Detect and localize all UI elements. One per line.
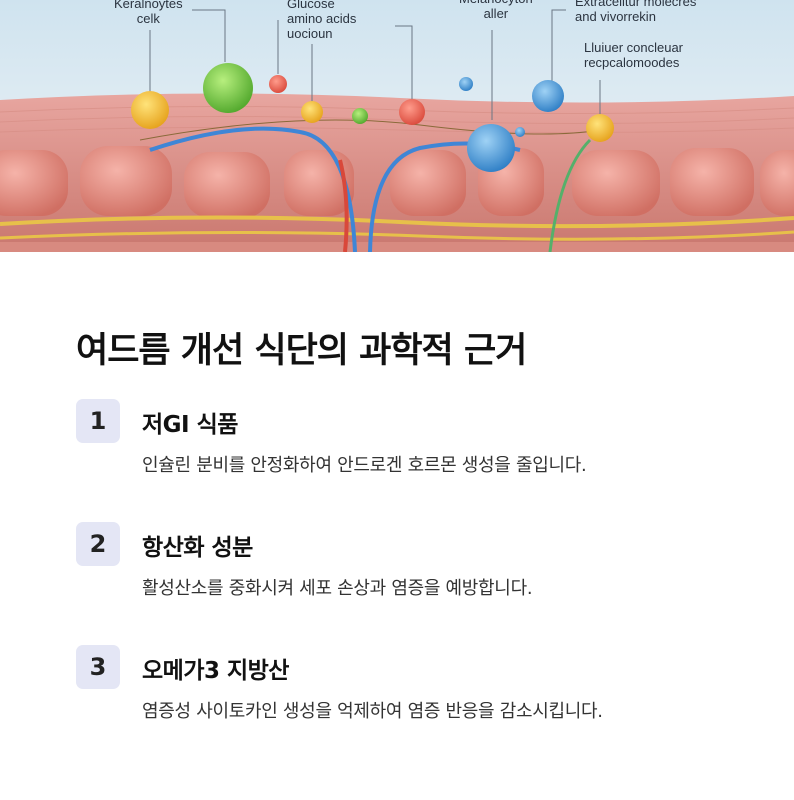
item-description: 활성산소를 중화시켜 세포 손상과 염증을 예방합니다. bbox=[142, 578, 533, 599]
melanocyte-molecule bbox=[467, 124, 515, 172]
keratinocyte-molecule bbox=[131, 91, 169, 129]
item-title: 오메가3 지방산 bbox=[142, 658, 289, 684]
label-extracellular: Extracelitur molecres and vivorrekin bbox=[575, 0, 697, 24]
item-title: 항산화 성분 bbox=[142, 535, 253, 561]
number-badge: 3 bbox=[76, 645, 120, 689]
item-title: 저GI 식품 bbox=[142, 412, 238, 438]
extracellular-molecule bbox=[532, 80, 564, 112]
green-molecule bbox=[203, 63, 253, 113]
small-blue-molecule bbox=[459, 77, 473, 91]
page-title: 여드름 개선 식단의 과학적 근거 bbox=[76, 331, 527, 371]
red-molecule bbox=[399, 99, 425, 125]
label-glucose: Glucose amino acids uocioun bbox=[287, 0, 357, 41]
item-description: 염증성 사이토카인 생성을 억제하여 염증 반응을 감소시킵니다. bbox=[142, 701, 603, 722]
label-keratinocytes: Keralnoytes celk bbox=[114, 0, 183, 26]
article-content: 여드름 개선 식단의 과학적 근거 1 저GI 식품 인슐린 분비를 안정화하여… bbox=[0, 252, 794, 800]
small-red-molecule bbox=[269, 75, 287, 93]
receptor-molecule bbox=[586, 114, 614, 142]
small-green-molecule bbox=[352, 108, 368, 124]
number-badge: 1 bbox=[76, 399, 120, 443]
label-melanocyte: Melanocyton aller bbox=[459, 0, 533, 21]
tiny-blue-molecule bbox=[515, 127, 525, 137]
number-badge: 2 bbox=[76, 522, 120, 566]
label-receptor: Lluiuer concleuar recpcalomoodes bbox=[584, 40, 684, 70]
glucose-molecule bbox=[301, 101, 323, 123]
hero-illustration: Keralnoytes celk Glucose amino acids uoc… bbox=[0, 0, 794, 252]
skin-cross-section-illustration bbox=[0, 0, 794, 252]
item-description: 인슐린 분비를 안정화하여 안드로겐 호르몬 생성을 줄입니다. bbox=[142, 455, 587, 476]
